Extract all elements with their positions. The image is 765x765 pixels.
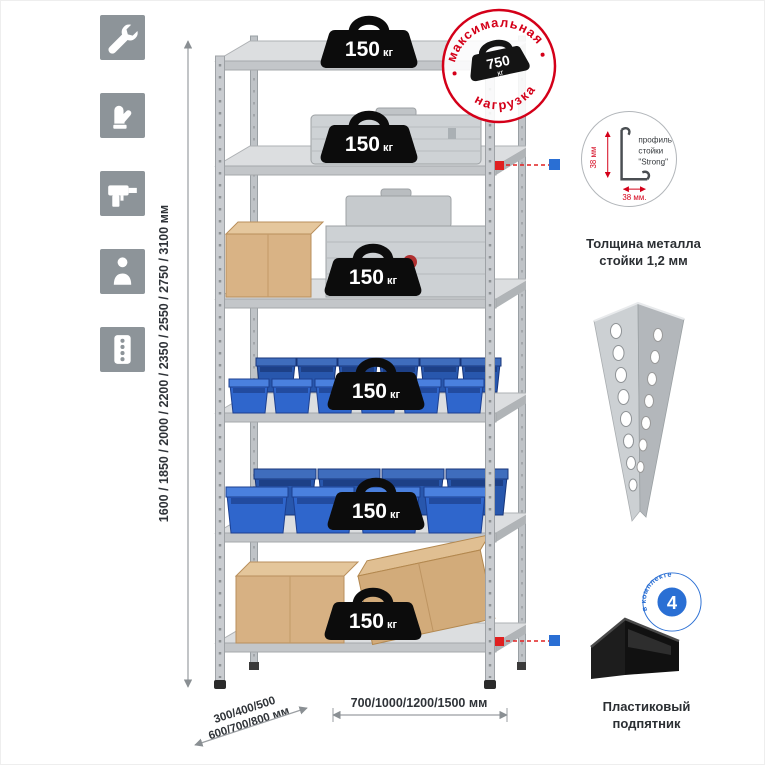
profile-caption: Толщина металла стойки 1,2 мм [561,235,726,269]
load-unit: кг [389,389,401,401]
profile-dim-horizontal: 38 мм. [622,193,646,202]
kettlebell-icon [327,357,425,410]
foot-detail [590,617,680,679]
foot-caption-line-1: Пластиковый [602,699,691,714]
kettlebell-icon [324,243,422,296]
height-dimension-label: 1600 / 1850 / 2000 / 2200 / 2350 / 2550 … [157,204,171,523]
foot-caption-line-2: подпятник [612,716,681,731]
profile-label-2: стойки [638,147,663,156]
profile-detail-graphic: 38 мм 38 мм. профиль стойки "Strong" [589,126,672,202]
load-unit: кг [382,47,394,59]
wrench-glyph [108,24,138,54]
load-value: 150 [344,38,380,61]
gloves-icon [100,93,145,138]
perforated-profile-icon [100,327,145,372]
angle-post-holes [610,323,663,492]
kettlebell-icon [324,587,422,640]
stamp-unit: кг [496,68,504,78]
profile-dim-vertical: 38 мм [589,147,598,169]
load-unit: кг [382,142,394,154]
load-value: 150 [344,133,380,156]
width-dimension-label: 700/1000/1200/1500 мм [350,696,488,710]
drill-glyph [108,185,137,207]
max-load-stamp: максимальная нагрузка 750 кг [428,1,570,137]
load-unit: кг [389,509,401,521]
load-unit: кг [386,619,398,631]
drill-icon [100,171,145,216]
stamp-kettlebell-body [470,46,530,82]
angle-post-detail [593,301,685,522]
kettlebell-icon [320,110,418,163]
kettlebell-icon [327,477,425,530]
perforated-profile-glyph [114,335,131,364]
foot-badge-value: 4 [667,592,678,613]
profile-label-3: "Strong" [638,157,668,166]
foot-caption: Пластиковый подпятник [564,698,729,732]
kettlebell-icon [320,15,418,68]
profile-caption-line-2: стойки 1,2 мм [599,253,688,268]
cardboard-box [224,221,325,298]
load-unit: кг [386,275,398,287]
profile-cross-section [620,129,648,181]
person-icon [100,249,145,294]
foot-count-badge: в комплекте 4 [639,570,703,633]
plastic-foot-front-right [484,680,496,689]
person-glyph [113,257,132,285]
load-value: 150 [351,380,387,403]
plastic-foot-front-left [214,680,226,689]
profile-label-1: профиль [638,136,672,145]
stamp-value: 750 [485,52,511,73]
gloves-glyph [113,105,132,129]
profile-detail: 38 мм 38 мм. профиль стойки "Strong" [581,111,677,207]
stamp-graphic: максимальная нагрузка 750 кг [437,5,557,124]
profile-caption-line-1: Толщина металла [586,236,701,251]
foot-count-badge-graphic: в комплекте 4 [639,570,702,632]
stamp-kettlebell-handle [479,39,514,59]
load-value: 150 [351,500,387,523]
load-value: 150 [348,266,384,289]
load-value: 150 [348,610,384,633]
wrench-icon [100,15,145,60]
